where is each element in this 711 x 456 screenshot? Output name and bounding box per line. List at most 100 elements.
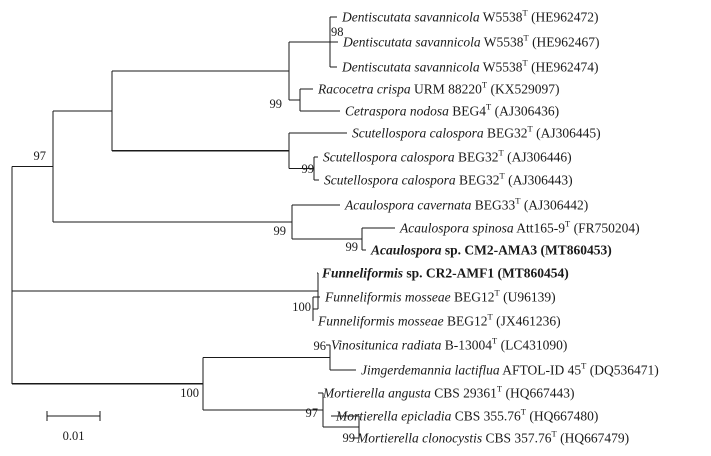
accession-number: (FR750204) bbox=[570, 221, 639, 236]
type-strain-marker: T bbox=[499, 148, 505, 158]
strain-id: CR2-AMF1 bbox=[423, 266, 495, 281]
strain-id: BEG32 bbox=[455, 150, 499, 165]
accession-number: (LC431090) bbox=[497, 338, 567, 353]
strain-id: BEG12 bbox=[444, 314, 488, 329]
taxon-label: Funneliformis mosseae BEG12T (JX461236) bbox=[317, 312, 561, 329]
taxon-label: Funneliformis sp. CR2-AMF1 (MT860454) bbox=[321, 266, 569, 281]
strain-id: W5538 bbox=[480, 60, 523, 75]
taxon-label: Scutellospora calospora BEG32T (AJ306445… bbox=[352, 124, 601, 141]
taxon-label: Mortierella epicladia CBS 355.76T (HQ667… bbox=[335, 407, 598, 424]
accession-number: (AJ306443) bbox=[505, 173, 573, 188]
leaf-labels: Dentiscutata savannicola W5538T (HE96247… bbox=[317, 8, 659, 446]
taxon-label: Racocetra crispa URM 88220T (KX529097) bbox=[317, 80, 559, 97]
taxon-name: Acaulospora spinosa bbox=[399, 221, 514, 236]
taxon-name: Funneliformis bbox=[321, 266, 403, 281]
strain-id: CM2-AMA3 bbox=[461, 243, 537, 258]
strain-id: BEG12 bbox=[451, 290, 495, 305]
accession-number: (KX529097) bbox=[487, 82, 559, 97]
taxon-name: Dentiscutata savannicola bbox=[341, 60, 480, 75]
bootstrap-value: 97 bbox=[306, 406, 319, 420]
type-strain-marker: T bbox=[500, 171, 506, 181]
bootstrap-value: 100 bbox=[292, 300, 311, 314]
accession-number: (MT860453) bbox=[537, 243, 612, 258]
taxon-label: Scutellospora calospora BEG32T (AJ306443… bbox=[324, 171, 573, 188]
accession-number: (U96139) bbox=[500, 290, 556, 305]
accession-number: (HQ667480) bbox=[526, 409, 598, 424]
taxon-label: Dentiscutata savannicola W5538T (HE96247… bbox=[341, 8, 599, 25]
taxon-name: Dentiscutata savannicola bbox=[341, 10, 480, 25]
type-strain-marker: T bbox=[565, 219, 571, 229]
strain-id: BEG32 bbox=[456, 173, 500, 188]
type-strain-marker: T bbox=[552, 429, 558, 439]
accession-number: (HE962467) bbox=[529, 35, 600, 50]
taxon-name: Racocetra crispa bbox=[317, 82, 411, 97]
taxon-label: Vinositunica radiata B-13004T (LC431090) bbox=[331, 336, 567, 353]
type-strain-marker: T bbox=[522, 8, 528, 18]
type-strain-marker: T bbox=[486, 102, 492, 112]
accession-number: (HQ667479) bbox=[557, 431, 629, 446]
bootstrap-value: 99 bbox=[346, 240, 359, 254]
taxon-name: Cetraspora nodosa bbox=[345, 104, 449, 119]
strain-id: AFTOL-ID 45 bbox=[500, 363, 582, 378]
bootstrap-value: 100 bbox=[180, 386, 199, 400]
strain-id: BEG32 bbox=[484, 126, 528, 141]
tree-branches bbox=[11, 16, 395, 439]
bootstrap-value: 99 bbox=[343, 431, 356, 445]
bootstrap-value: 99 bbox=[270, 97, 283, 111]
taxon-label: Mortierella angusta CBS 29361T (HQ667443… bbox=[322, 384, 574, 401]
strain-id: CBS 355.76 bbox=[451, 409, 521, 424]
accession-number: (JX461236) bbox=[493, 314, 561, 329]
taxon-label: Mortierella clonocystis CBS 357.76T (HQ6… bbox=[356, 429, 629, 446]
scale-bar: 0.01 bbox=[46, 411, 101, 443]
bootstrap-value: 96 bbox=[314, 339, 327, 353]
scale-bar-label: 0.01 bbox=[63, 429, 85, 443]
accession-number: (AJ306446) bbox=[504, 150, 572, 165]
taxon-name: Vinositunica radiata bbox=[331, 338, 442, 353]
type-strain-marker: T bbox=[495, 288, 501, 298]
taxon-name: Acaulospora bbox=[370, 243, 442, 258]
type-strain-marker: T bbox=[482, 80, 488, 90]
accession-number: (AJ306445) bbox=[533, 126, 601, 141]
taxon-label: Dentiscutata savannicola W5538T (HE96247… bbox=[341, 58, 599, 75]
bootstrap-value: 99 bbox=[274, 224, 287, 238]
strain-id: W5538 bbox=[480, 10, 523, 25]
taxon-label: Acaulospora cavernata BEG33T (AJ306442) bbox=[344, 196, 588, 213]
type-strain-marker: T bbox=[515, 196, 521, 206]
type-strain-marker: T bbox=[581, 361, 587, 371]
accession-number: (HE962474) bbox=[528, 60, 599, 75]
accession-number: (AJ306442) bbox=[520, 198, 588, 213]
type-strain-marker: T bbox=[492, 336, 498, 346]
taxon-name: Mortierella epicladia bbox=[335, 409, 452, 424]
type-strain-marker: T bbox=[522, 58, 528, 68]
type-strain-marker: T bbox=[528, 124, 534, 134]
bootstrap-value: 98 bbox=[331, 25, 344, 39]
strain-id: CBS 29361 bbox=[431, 386, 497, 401]
taxon-label: Dentiscutata savannicola W5538T (HE96246… bbox=[342, 33, 600, 50]
taxon-label: Acaulospora spinosa Att165-9T (FR750204) bbox=[399, 219, 640, 236]
taxon-name: Jimgerdemannia lactiflua bbox=[361, 363, 500, 378]
taxon-name: Scutellospora calospora bbox=[324, 173, 456, 188]
accession-number: (DQ536471) bbox=[586, 363, 658, 378]
strain-id: CBS 357.76 bbox=[482, 431, 552, 446]
taxon-label: Cetraspora nodosa BEG4T (AJ306436) bbox=[345, 102, 559, 119]
strain-id: B-13004 bbox=[441, 338, 492, 353]
strain-id: URM 88220 bbox=[411, 82, 483, 97]
taxon-label: Scutellospora calospora BEG32T (AJ306446… bbox=[323, 148, 572, 165]
type-strain-marker: T bbox=[523, 33, 529, 43]
accession-number: (MT860454) bbox=[494, 266, 569, 281]
taxon-label: Jimgerdemannia lactiflua AFTOL-ID 45T (D… bbox=[361, 361, 659, 378]
taxon-name: Scutellospora calospora bbox=[352, 126, 484, 141]
taxon-name: Dentiscutata savannicola bbox=[342, 35, 481, 50]
taxon-name: Mortierella angusta bbox=[322, 386, 431, 401]
bootstrap-values: 98 99 99 97 99 99 100 96 100 97 99 bbox=[34, 25, 359, 445]
strain-id: BEG4 bbox=[449, 104, 486, 119]
bootstrap-value: 97 bbox=[34, 149, 47, 163]
bootstrap-value: 99 bbox=[302, 162, 315, 176]
strain-id: Att165-9 bbox=[514, 221, 566, 236]
strain-id: BEG33 bbox=[471, 198, 515, 213]
accession-number: (HE962472) bbox=[528, 10, 599, 25]
taxon-name: Acaulospora cavernata bbox=[344, 198, 472, 213]
strain-id: W5538 bbox=[481, 35, 524, 50]
taxon-name: Funneliformis mosseae bbox=[317, 314, 444, 329]
